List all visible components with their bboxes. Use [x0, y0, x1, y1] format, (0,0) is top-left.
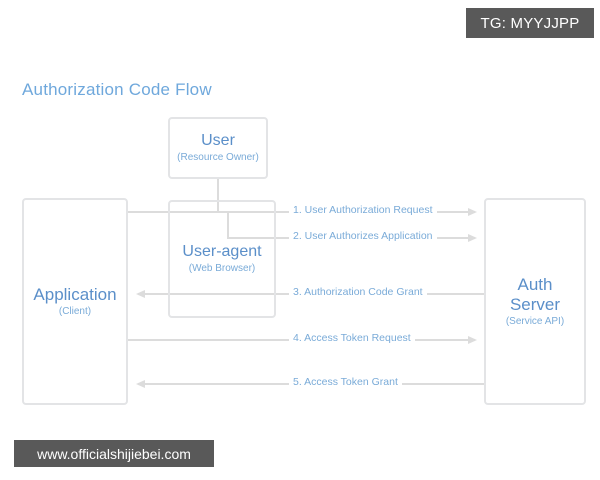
node-user-subtitle: (Resource Owner)	[177, 152, 259, 164]
node-application-title: Application	[33, 285, 117, 305]
node-application-subtitle: (Client)	[58, 305, 92, 317]
node-auth-server-title-line1: Auth	[517, 274, 553, 294]
node-application: Application (Client)	[22, 198, 128, 405]
node-auth-server: Auth Server (Service API)	[484, 198, 586, 405]
node-user-agent-subtitle: (Web Browser)	[188, 263, 256, 275]
node-auth-server-subtitle: (Service API)	[505, 316, 565, 328]
step-label-2: 2. User Authorizes Application	[289, 230, 437, 243]
node-user: User (Resource Owner)	[168, 117, 268, 179]
connector-user-jog	[218, 211, 238, 239]
watermark: www.officialshijiebei.com	[14, 440, 214, 467]
node-user-agent-labels: User-agent (Web Browser)	[178, 240, 266, 278]
tag-badge: TG: MYYJJPP	[466, 8, 594, 38]
node-user-title: User	[201, 131, 235, 149]
node-auth-server-title-line2: Server	[509, 294, 561, 314]
step-label-4: 4. Access Token Request	[289, 332, 415, 345]
step-label-1: 1. User Authorization Request	[289, 204, 437, 217]
step-label-3: 3. Authorization Code Grant	[289, 286, 427, 299]
step-label-5: 5. Access Token Grant	[289, 376, 402, 389]
page-title: Authorization Code Flow	[22, 80, 212, 99]
node-user-agent-title: User-agent	[182, 242, 262, 260]
node-user-agent: User-agent (Web Browser)	[168, 200, 276, 318]
